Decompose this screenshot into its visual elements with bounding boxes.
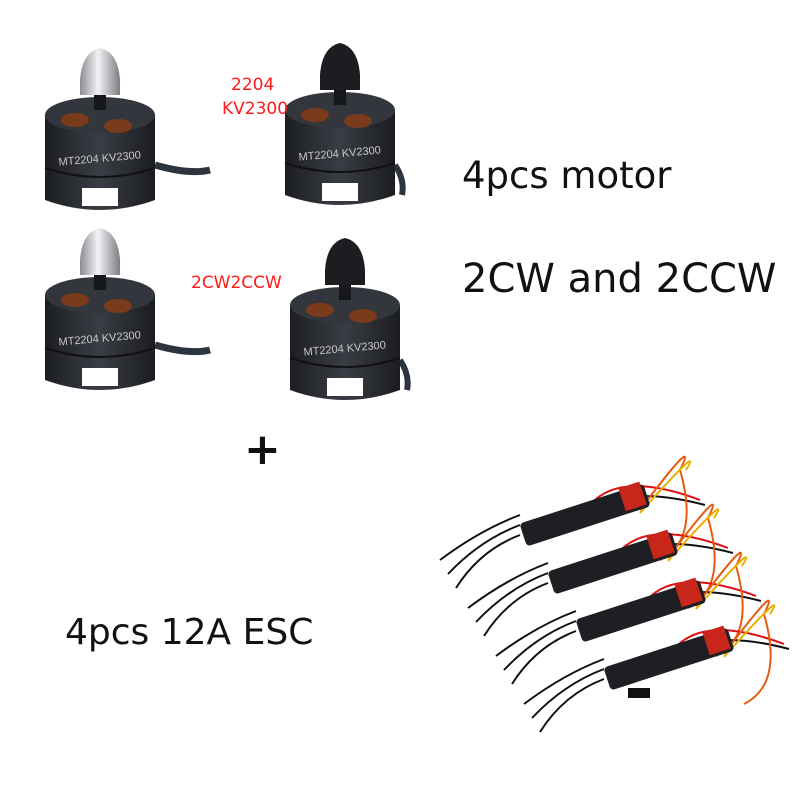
esc-motor-wire — [447, 524, 521, 575]
prop-nut — [80, 228, 120, 275]
esc-body — [604, 628, 734, 690]
esc-body — [520, 484, 650, 546]
motor: MT2204 KV2300 — [44, 228, 211, 390]
rotation-detail-heading: 2CW and 2CCW — [462, 256, 777, 302]
esc-motor-wire — [455, 534, 521, 589]
esc-signal-wire — [723, 599, 772, 705]
motor-cable — [154, 341, 211, 356]
esc-motor-wire — [467, 562, 549, 609]
prop-nut — [80, 48, 120, 95]
motor-coil — [104, 299, 132, 313]
motor: MT2204 KV2300 — [289, 238, 411, 400]
motor-cable — [397, 358, 411, 391]
esc-label — [646, 529, 675, 560]
esc-motor-wire — [503, 620, 577, 671]
motor-count-heading: 4pcs motor — [462, 154, 672, 197]
motor-base-cutout — [82, 368, 118, 386]
esc-motor-wire — [539, 678, 605, 733]
esc-label — [618, 481, 647, 512]
motor-coil — [61, 113, 89, 127]
motor-cable — [154, 161, 211, 176]
plus-sign: + — [244, 424, 281, 475]
motor-coil — [349, 309, 377, 323]
esc-motor-wire — [439, 514, 521, 561]
esc-module — [467, 503, 734, 637]
prop-nut — [325, 238, 365, 285]
motor-base-cutout — [322, 183, 358, 201]
esc-signal-plug — [628, 688, 650, 698]
prop-nut — [320, 43, 360, 90]
esc-motor-wire — [495, 610, 577, 657]
motor-coil — [306, 303, 334, 317]
esc-motor-wire — [483, 582, 549, 637]
esc-label — [702, 625, 731, 656]
esc-count-heading: 4pcs 12A ESC — [65, 612, 314, 653]
motor-coil — [104, 119, 132, 133]
esc-motor-wire — [531, 668, 605, 719]
esc-label — [674, 577, 703, 608]
motor-body — [45, 295, 155, 390]
motor-body — [285, 110, 395, 205]
esc-body — [576, 580, 706, 642]
esc-motor-wire — [475, 572, 549, 623]
esc-motor-wire — [511, 630, 577, 685]
esc-body — [548, 532, 678, 594]
motor-coil — [61, 293, 89, 307]
size-spec-label: 2204 — [231, 75, 275, 95]
motor: MT2204 KV2300 — [44, 48, 211, 210]
motor-body — [290, 305, 400, 400]
motor-base-cutout — [327, 378, 363, 396]
motor-body — [45, 115, 155, 210]
rotation-spec-label: 2CW2CCW — [191, 273, 282, 293]
motor-coil — [344, 114, 372, 128]
motor: MT2204 KV2300 — [284, 43, 406, 205]
motor-coil — [301, 108, 329, 122]
esc-module — [523, 599, 790, 733]
esc-motor-wire — [523, 658, 605, 705]
motor-base-cutout — [82, 188, 118, 206]
motor-cable — [392, 163, 406, 196]
esc-module — [495, 551, 762, 685]
kv-spec-label: KV2300 — [222, 99, 289, 119]
